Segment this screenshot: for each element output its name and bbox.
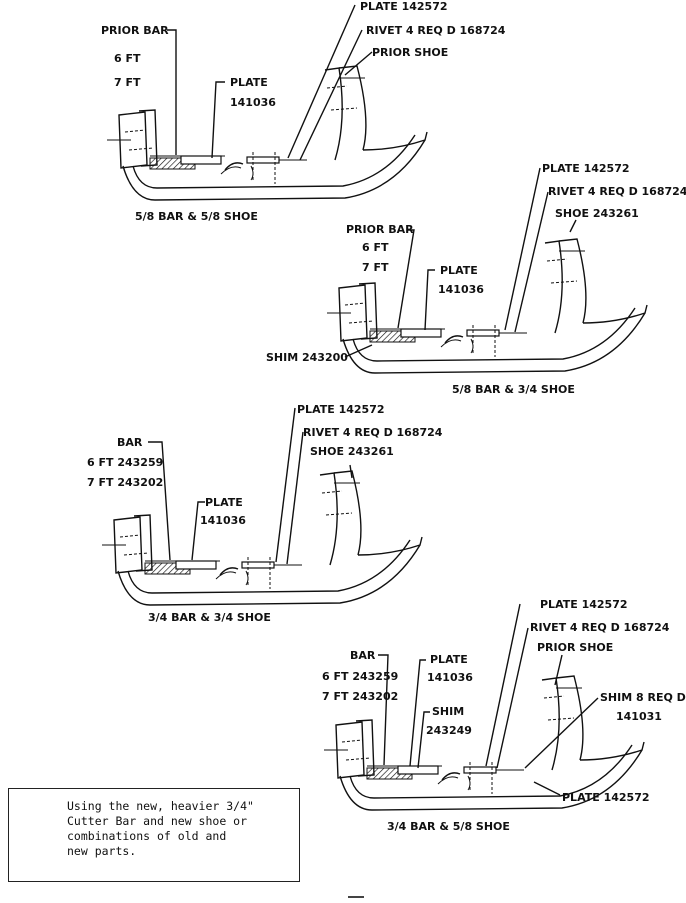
d4-caption: 3/4 BAR & 5/8 SHOE [387,820,510,833]
d1-prior-bar-label: PRIOR BAR [101,24,169,37]
diagram-4: PLATE 142572 RIVET 4 REQ D 168724 PRIOR … [322,598,686,833]
d3-shoe-label: SHOE 243261 [310,445,394,458]
d2-seven-ft-label: 7 FT [362,261,389,274]
d4-plate-bottom-label: PLATE 142572 [562,791,650,804]
d4-shim-number: 243249 [426,724,472,737]
diagram-1: PLATE 142572 RIVET 4 REQ D 168724 PRIOR … [101,0,506,223]
d2-six-ft-label: 6 FT [362,241,389,254]
d4-shim-label: SHIM [432,705,464,718]
d4-shim8-number: 141031 [616,710,662,723]
d2-rivet-label: RIVET 4 REQ D 168724 [548,185,686,198]
page-mark [348,896,364,898]
d3-seven-ft-label: 7 FT 243202 [87,476,163,489]
note-text: Using the new, heavier 3/4" Cutter Bar a… [67,799,254,858]
d3-rivet-label: RIVET 4 REQ D 168724 [303,426,443,439]
d4-seven-ft-label: 7 FT 243202 [322,690,398,703]
d1-rivet-label: RIVET 4 REQ D 168724 [366,24,506,37]
d3-plate-top-label: PLATE 142572 [297,403,385,416]
d2-prior-bar-label: PRIOR BAR [346,223,414,236]
d4-prior-shoe-label: PRIOR SHOE [537,641,613,654]
d1-plate-mid-label: PLATE [230,76,268,89]
d2-shim-label: SHIM 243200 [266,351,348,364]
d4-plate-mid-number: 141036 [427,671,473,684]
d4-plate-top-label: PLATE 142572 [540,598,628,611]
d3-six-ft-label: 6 FT 243259 [87,456,163,469]
d1-plate-top-label: PLATE 142572 [360,0,448,13]
diagram-3: PLATE 142572 RIVET 4 REQ D 168724 SHOE 2… [87,403,443,624]
diagram-2: PLATE 142572 RIVET 4 REQ D 168724 SHOE 2… [266,162,686,396]
d4-rivet-label: RIVET 4 REQ D 168724 [530,621,670,634]
d3-plate-mid-number: 141036 [200,514,246,527]
d4-plate-mid-label: PLATE [430,653,468,666]
d2-plate-top-label: PLATE 142572 [542,162,630,175]
d2-shoe-label: SHOE 243261 [555,207,639,220]
d4-bar-label: BAR [350,649,376,662]
d2-caption: 5/8 BAR & 3/4 SHOE [452,383,575,396]
d1-seven-ft-label: 7 FT [114,76,141,89]
d3-plate-mid-label: PLATE [205,496,243,509]
d3-caption: 3/4 BAR & 3/4 SHOE [148,611,271,624]
note-box: Using the new, heavier 3/4" Cutter Bar a… [8,788,300,882]
d4-shim8-label: SHIM 8 REQ D [600,691,686,704]
d1-six-ft-label: 6 FT [114,52,141,65]
d1-caption: 5/8 BAR & 5/8 SHOE [135,210,258,223]
d4-six-ft-label: 6 FT 243259 [322,670,398,683]
d2-plate-mid-number: 141036 [438,283,484,296]
d3-bar-label: BAR [117,436,143,449]
d2-plate-mid-label: PLATE [440,264,478,277]
d1-prior-shoe-label: PRIOR SHOE [372,46,448,59]
d1-plate-mid-number: 141036 [230,96,276,109]
